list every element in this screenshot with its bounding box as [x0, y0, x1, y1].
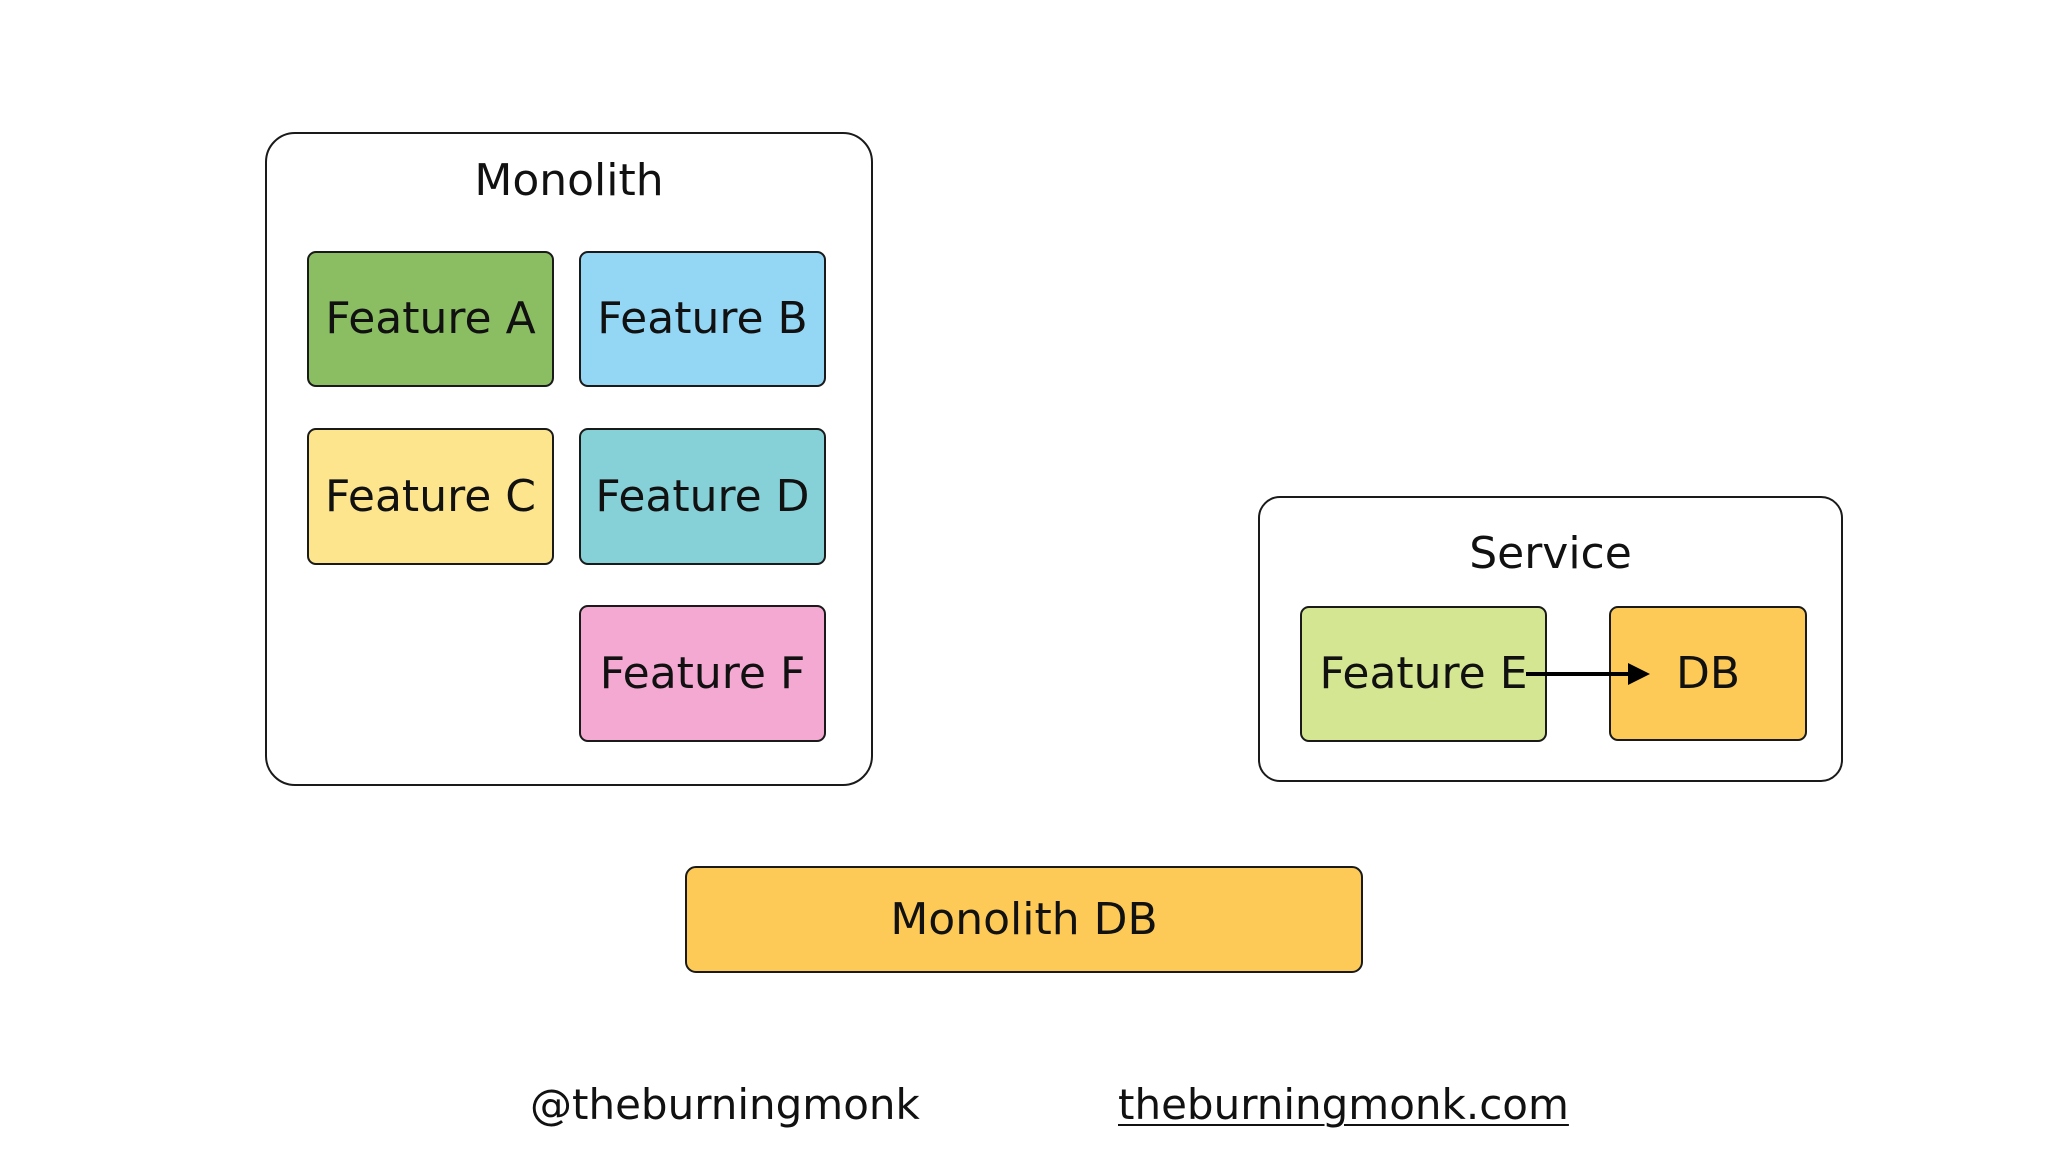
monolith-title: Monolith [474, 155, 664, 206]
feature-f-box: Feature F [579, 605, 826, 742]
feature-a-box: Feature A [307, 251, 554, 387]
feature-d-box: Feature D [579, 428, 826, 565]
service-title: Service [1469, 528, 1632, 579]
monolith-db-box: Monolith DB [685, 866, 1363, 973]
feature-e-box: Feature E [1300, 606, 1547, 742]
twitter-handle: @theburningmonk [530, 1080, 920, 1129]
website-link[interactable]: theburningmonk.com [1118, 1080, 1569, 1129]
feature-b-box: Feature B [579, 251, 826, 387]
feature-c-box: Feature C [307, 428, 554, 565]
